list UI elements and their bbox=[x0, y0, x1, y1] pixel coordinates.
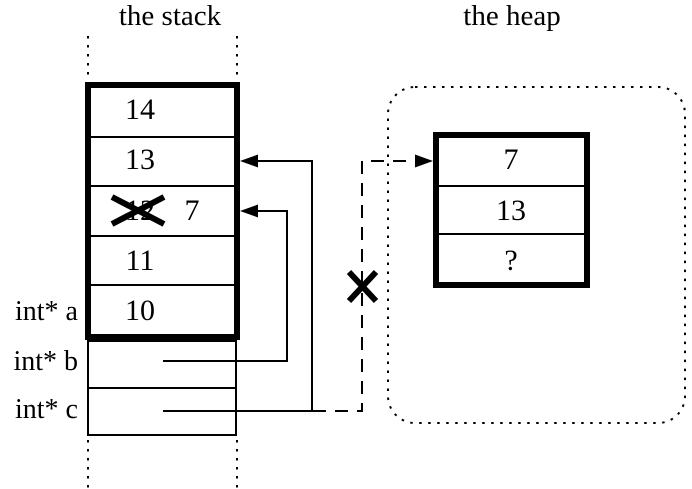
stack-cell bbox=[91, 284, 234, 334]
stack-variable-cells bbox=[87, 340, 237, 436]
stack-cell-value: 13 bbox=[125, 143, 155, 176]
variable-label-c: int* c bbox=[15, 394, 78, 425]
stack-cell-value: 14 bbox=[125, 93, 155, 126]
dangling-heap-pointer-dashed-arrow bbox=[313, 154, 433, 412]
stack-cell bbox=[91, 135, 234, 186]
variable-label-a: int* a bbox=[15, 296, 78, 327]
broken-pointer-x-icon bbox=[346, 269, 379, 304]
pointer-c-arrowhead-icon bbox=[240, 154, 258, 168]
stack-cell bbox=[91, 234, 234, 285]
stack-cell-var-c bbox=[89, 387, 235, 434]
heap-cell-value: 7 bbox=[503, 143, 519, 176]
heap-cell-value: 13 bbox=[496, 194, 526, 227]
stack-cell-value: 10 bbox=[125, 294, 155, 327]
heap-pointer-arrowhead-icon bbox=[415, 154, 433, 168]
stack-cell-var-b bbox=[89, 342, 235, 387]
pointer-b-arrowhead-icon bbox=[240, 204, 258, 218]
stack-cell-value: 11 bbox=[125, 244, 155, 277]
heap-cell-value: ? bbox=[504, 244, 518, 277]
heap-title: the heap bbox=[463, 0, 561, 32]
stack-title: the stack bbox=[118, 0, 222, 32]
stack-cell-new-value: 7 bbox=[184, 194, 200, 227]
variable-label-b: int* b bbox=[13, 346, 78, 377]
stack-cell bbox=[91, 185, 234, 235]
